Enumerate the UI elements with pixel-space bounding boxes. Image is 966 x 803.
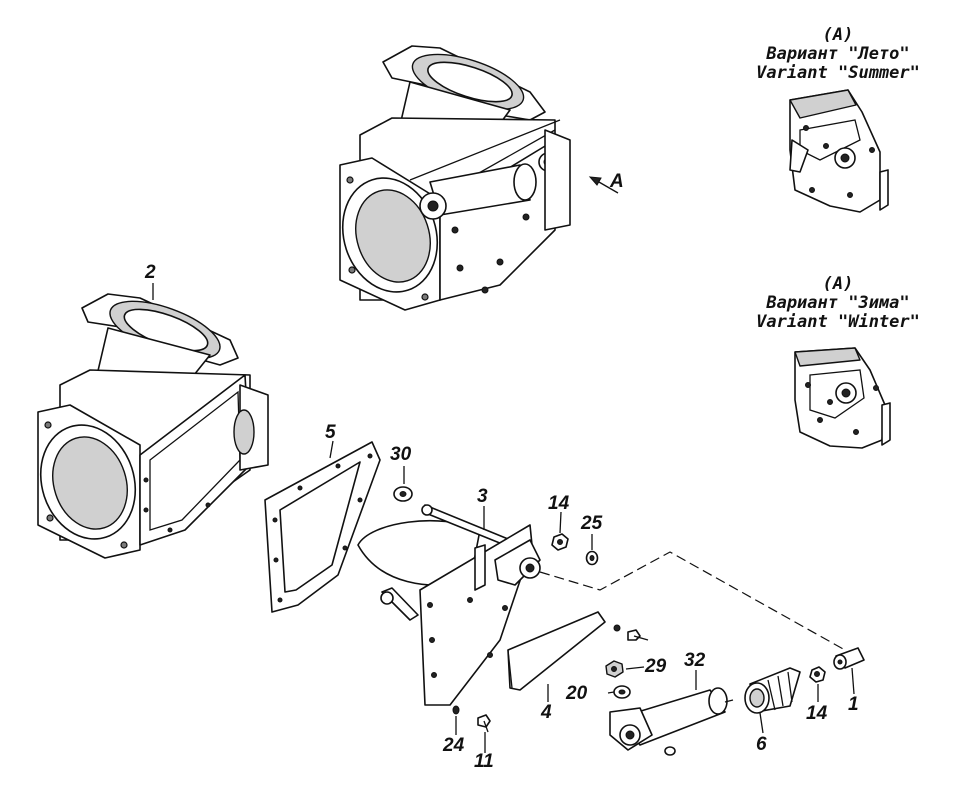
label-part-24: 24	[443, 735, 465, 756]
winter-view-letter: (A)	[822, 274, 854, 294]
label-part-2: 2	[145, 262, 156, 283]
winter-title-ru: Вариант "Зима"	[766, 293, 910, 313]
label-part-5: 5	[325, 422, 336, 443]
bolt-part-11	[477, 714, 491, 733]
leader-lines	[152, 283, 855, 753]
fork-part-1	[833, 647, 865, 670]
summer-title-en: Variant "Summer"	[756, 63, 920, 83]
assembled-housing-top	[339, 45, 571, 311]
label-part-11: 11	[474, 751, 494, 772]
damper-assembly-part-3	[357, 504, 541, 706]
winter-variant-view	[794, 347, 891, 449]
label-part-14-lower: 14	[806, 703, 828, 724]
bolt-part-hex	[627, 629, 649, 641]
nut-part-14-lower	[809, 666, 826, 683]
cylinder-part-32	[609, 687, 734, 756]
label-part-30: 30	[390, 444, 412, 465]
view-arrow	[588, 176, 619, 194]
washer-part-30	[393, 486, 413, 502]
nut-part-14-upper	[551, 533, 569, 551]
label-part-20: 20	[566, 683, 588, 704]
summer-variant-caption: (A) Вариант "Лето" Variant "Summer"	[720, 26, 956, 83]
housing-part-2	[37, 293, 269, 559]
plate-part-4	[507, 611, 606, 691]
label-part-29: 29	[645, 656, 667, 677]
winter-variant-caption: (A) Вариант "Зима" Variant "Winter"	[720, 275, 956, 332]
pin-part-24	[452, 705, 460, 715]
washer-part-25	[585, 550, 599, 566]
label-part-14-upper: 14	[548, 493, 570, 514]
winter-title-en: Variant "Winter"	[756, 312, 920, 332]
boot-part-6	[744, 667, 801, 714]
washer-part-20	[613, 685, 631, 699]
summer-title-ru: Вариант "Лето"	[766, 44, 910, 64]
summer-variant-view	[789, 89, 889, 213]
gasket-part-5	[264, 441, 381, 613]
summer-view-letter: (A)	[822, 25, 854, 45]
label-part-25: 25	[581, 513, 603, 534]
bolt-small-upper	[613, 624, 621, 632]
nut-part-29	[605, 660, 624, 678]
label-view-arrow: A	[610, 171, 624, 192]
label-part-6: 6	[756, 734, 767, 755]
label-part-3: 3	[477, 486, 488, 507]
label-part-32: 32	[684, 650, 706, 671]
label-part-1: 1	[848, 694, 859, 715]
label-part-4: 4	[541, 702, 552, 723]
